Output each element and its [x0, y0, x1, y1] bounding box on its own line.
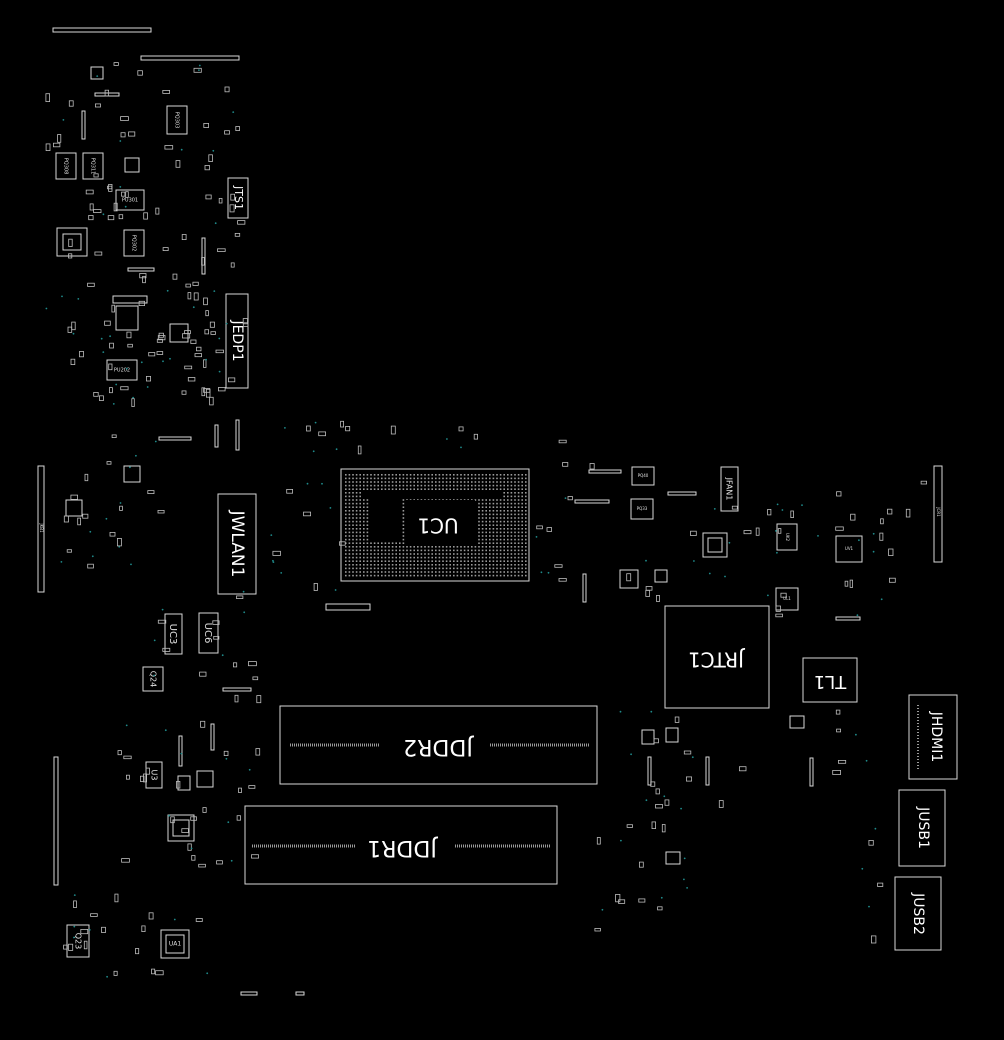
chip-uv1[interactable]: UV1: [835, 535, 863, 563]
chip-uk2[interactable]: UK2: [776, 523, 798, 551]
connector-jfan1[interactable]: JFAN1: [720, 466, 739, 512]
chip-pq303[interactable]: PQ303: [166, 105, 188, 135]
label-jddr2: JDDR2: [403, 734, 475, 759]
label-tl1: TL1: [814, 671, 847, 692]
label-pq308: PQ308: [63, 158, 69, 175]
label-q24: Q24: [149, 671, 158, 687]
label-jusb2: JUSB2: [910, 892, 926, 935]
chip-pq302[interactable]: PQ302: [123, 229, 145, 257]
label-ul1: UL1: [783, 596, 791, 601]
label-pu202: PU202: [114, 368, 130, 374]
connector-jrtc1[interactable]: JRTC1: [664, 605, 770, 709]
chip-pq40[interactable]: PQ40: [631, 466, 655, 486]
chip-uc3[interactable]: UC3: [164, 613, 183, 655]
label-jkb1: JKB1: [39, 522, 44, 533]
label-pq303: PQ303: [174, 112, 180, 129]
chip-ul1[interactable]: UL1: [775, 587, 799, 611]
connector-jwlan1[interactable]: JWLAN1: [217, 493, 257, 595]
connector-jusb2[interactable]: JUSB2: [894, 876, 942, 951]
label-jfan1: JFAN1: [725, 477, 734, 501]
label-pq40: PQ40: [638, 473, 649, 478]
chip-u3[interactable]: U3: [145, 761, 163, 789]
label-uc3: UC3: [167, 624, 178, 645]
chip-q23[interactable]: Q23: [66, 924, 90, 958]
chip-q24[interactable]: Q24: [142, 666, 164, 692]
chip-pu301[interactable]: PU301: [115, 189, 145, 211]
label-jddr1: JDDR1: [367, 835, 439, 860]
cpu-ball-grid: [345, 474, 527, 577]
label-pu301: PU301: [122, 198, 138, 204]
label-jhdmi1: JHDMI1: [928, 711, 944, 763]
chip-ua1[interactable]: UA1: [160, 929, 190, 959]
connector-jhdmi1[interactable]: JHDMI1: [908, 694, 958, 780]
passive-components: [45, 62, 927, 978]
thin-parts: [53, 92, 861, 996]
label-q23: Q23: [74, 933, 83, 949]
label-jedp1: JEDP1: [229, 319, 245, 361]
label-ua1: UA1: [169, 941, 181, 948]
label-u3: U3: [150, 770, 159, 781]
connector-jddr1[interactable]: JDDR1: [244, 805, 558, 885]
top-strip-pads: [52, 27, 240, 61]
label-pq302: PQ302: [131, 235, 137, 252]
connector-jusb1[interactable]: JUSB1: [898, 789, 946, 867]
cpu-uc1[interactable]: UC1: [340, 468, 530, 582]
label-uv1: UV1: [845, 546, 854, 551]
chip-pq311[interactable]: PQ311: [82, 152, 104, 180]
label-jrtc1: JRTC1: [688, 648, 746, 672]
label-jwlan1: JWLAN1: [227, 510, 247, 578]
label-pq311: PQ311: [90, 158, 96, 175]
component-tl1[interactable]: TL1: [802, 657, 858, 703]
chip-pq308[interactable]: PQ308: [55, 152, 77, 180]
chip-uc6[interactable]: UC6: [198, 612, 219, 654]
chip-pu202[interactable]: PU202: [106, 359, 138, 381]
connector-jedp1[interactable]: JEDP1: [225, 293, 249, 389]
label-jcr1: JCR1: [936, 506, 941, 517]
label-jusb1: JUSB1: [915, 806, 931, 849]
label-pq33: PQ33: [637, 506, 648, 511]
connector-jts1[interactable]: JTS1: [227, 177, 249, 219]
connector-jkb1[interactable]: JKB1: [37, 465, 45, 593]
chip-pq33[interactable]: PQ33: [630, 498, 654, 520]
connector-jcr1[interactable]: JCR1: [933, 465, 943, 563]
label-uk2: UK2: [785, 533, 790, 542]
misc-chips: [56, 66, 805, 865]
connector-jddr2[interactable]: JDDR2: [279, 705, 598, 785]
label-jts1: JTS1: [232, 185, 245, 210]
label-uc6: UC6: [202, 623, 213, 644]
label-uc1: UC1: [417, 514, 458, 538]
